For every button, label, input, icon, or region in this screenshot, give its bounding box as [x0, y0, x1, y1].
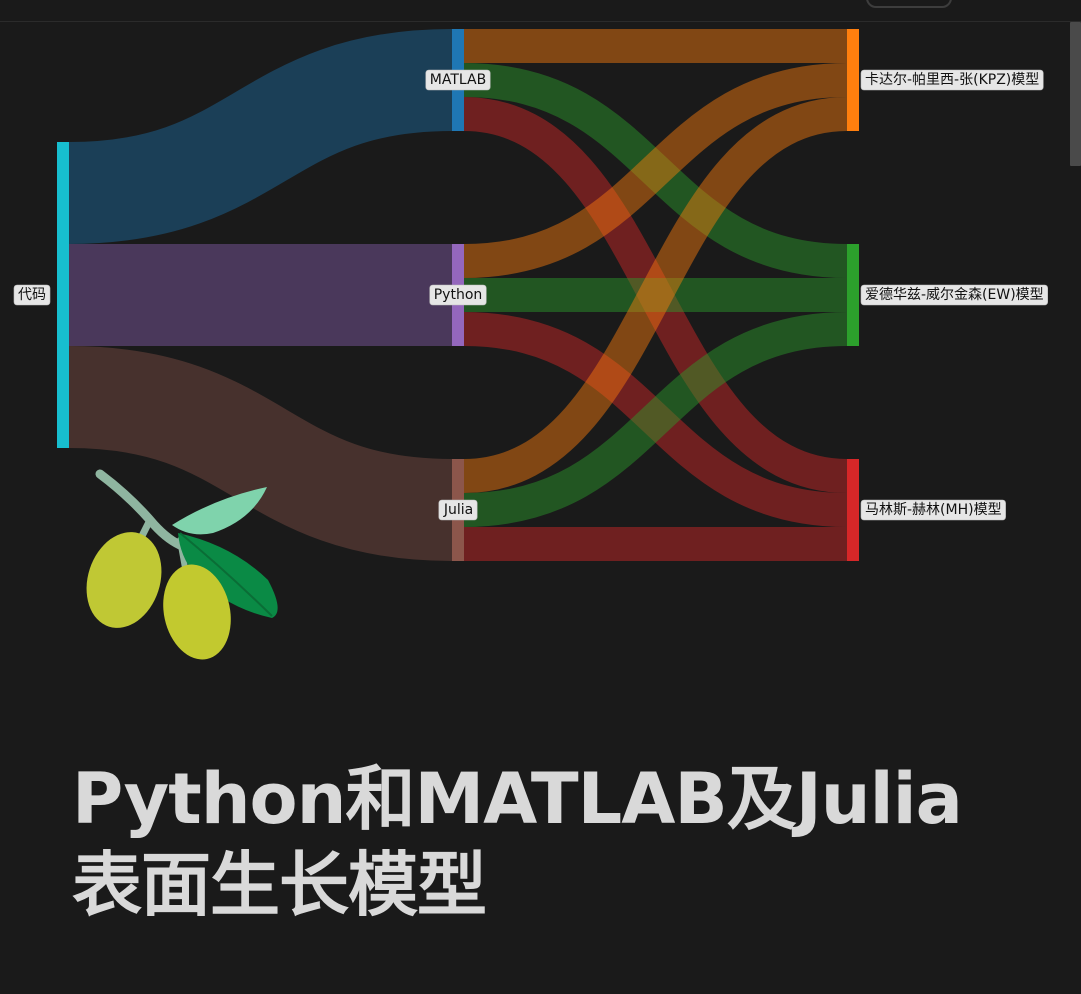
link-code-matlab[interactable] — [68, 29, 453, 244]
link-matlab-mh[interactable] — [463, 97, 848, 493]
title-line-2: 表面生长模型 — [72, 844, 487, 926]
page-title: Python和MATLAB及Julia 表面生长模型 — [72, 756, 963, 928]
node-label-code: 代码 — [13, 284, 51, 306]
node-label-text-code: 代码 — [18, 287, 46, 303]
top-bar — [0, 0, 1081, 22]
node-label-text-ew: 爱德华兹-威尔金森(EW)模型 — [865, 287, 1044, 303]
node-label-ew: 爱德华兹-威尔金森(EW)模型 — [860, 284, 1048, 306]
node-label-julia: Julia — [438, 499, 478, 521]
link-julia-ew[interactable] — [463, 312, 848, 527]
link-python-kpz[interactable] — [463, 63, 848, 278]
node-label-box-python — [429, 284, 487, 306]
node-label-mh: 马林斯-赫林(MH)模型 — [860, 499, 1006, 521]
node-label-text-kpz: 卡达尔-帕里西-张(KPZ)模型 — [865, 72, 1039, 88]
node-label-kpz: 卡达尔-帕里西-张(KPZ)模型 — [860, 69, 1044, 91]
scrollbar[interactable] — [1070, 22, 1081, 166]
node-label-box-julia — [438, 499, 478, 521]
link-code-julia[interactable] — [68, 346, 453, 561]
node-label-text-python: Python — [434, 287, 483, 303]
link-julia-kpz[interactable] — [463, 97, 848, 493]
node-label-box-code — [13, 284, 51, 306]
node-code[interactable] — [57, 142, 69, 448]
link-python-mh[interactable] — [463, 312, 848, 527]
link-matlab-ew[interactable] — [463, 63, 848, 278]
olive-branch-icon — [86, 469, 278, 660]
node-label-box-kpz — [860, 69, 1044, 91]
node-ew[interactable] — [847, 244, 859, 346]
node-kpz[interactable] — [847, 29, 859, 131]
node-label-text-julia: Julia — [443, 502, 473, 518]
node-label-box-mh — [860, 499, 1006, 521]
node-mh[interactable] — [847, 459, 859, 561]
node-label-python: Python — [429, 284, 487, 306]
node-label-matlab: MATLAB — [425, 69, 491, 91]
node-label-text-matlab: MATLAB — [430, 72, 486, 88]
node-label-box-ew — [860, 284, 1048, 306]
node-label-box-matlab — [425, 69, 491, 91]
links-layer — [68, 28, 848, 562]
node-label-text-mh: 马林斯-赫林(MH)模型 — [865, 502, 1002, 518]
title-line-1: Python和MATLAB及Julia — [72, 758, 963, 840]
